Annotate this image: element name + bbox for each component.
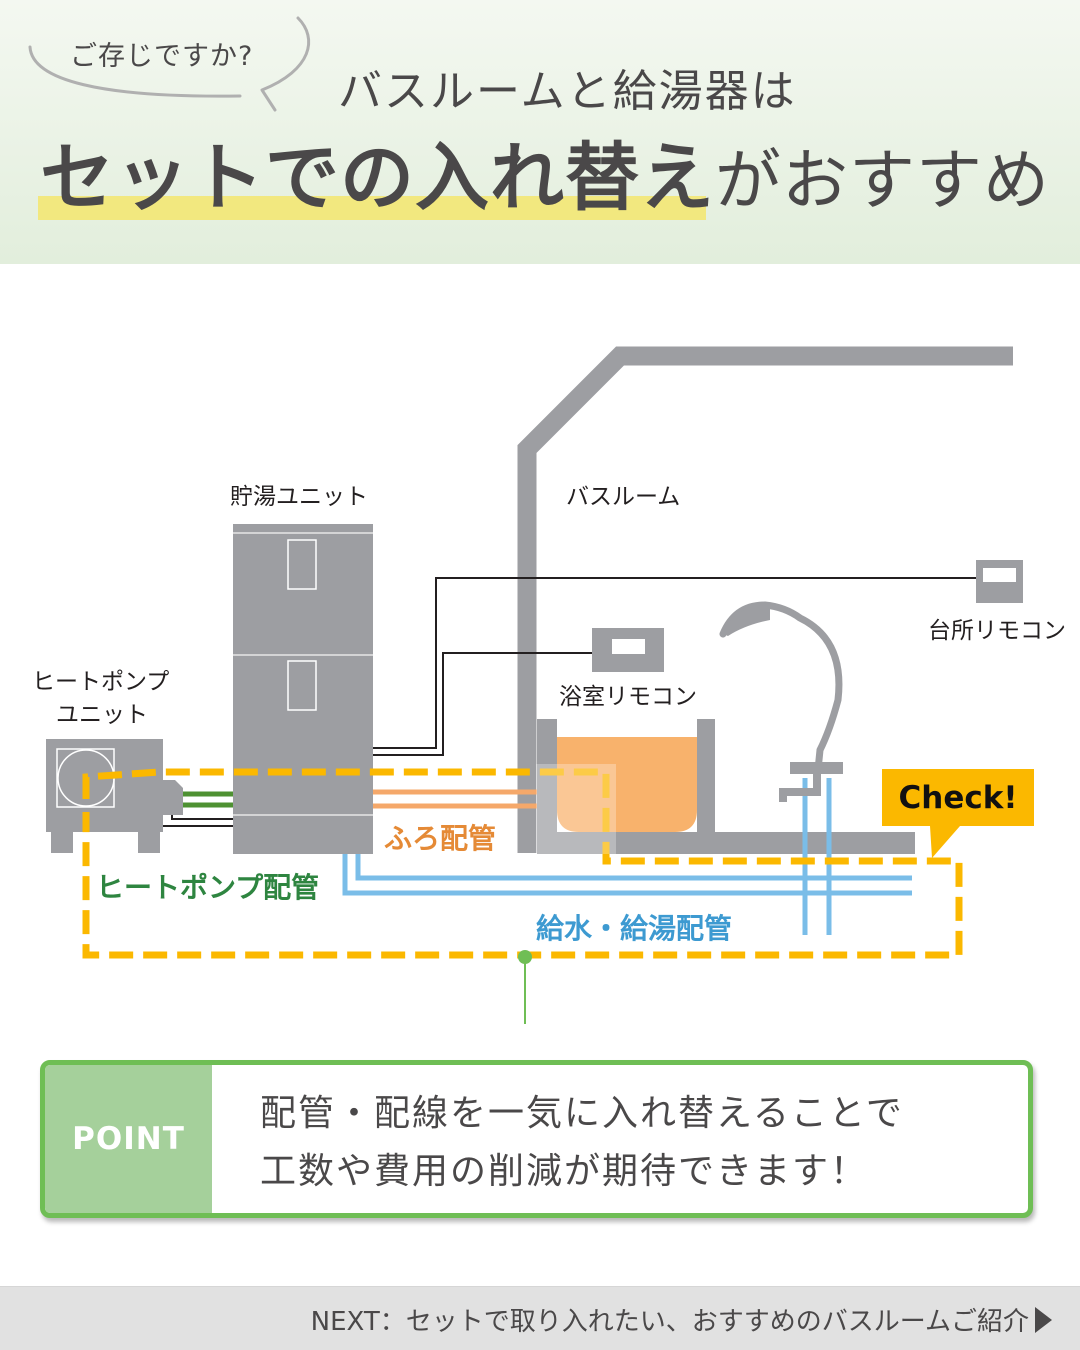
check-badge: Check!: [882, 769, 1034, 826]
label-heat-pump-unit-line1: ヒートポンプ: [32, 669, 170, 695]
play-arrow-icon: [1035, 1306, 1052, 1333]
storage-unit: [233, 524, 373, 854]
label-heat-pump-pipe: ヒートポンプ配管: [96, 871, 320, 904]
next-link[interactable]: NEXT：セットで取り入れたい、おすすめのバスルームご紹介: [311, 1301, 1052, 1338]
check-callout-tail: [930, 826, 960, 858]
label-water-pipe: 給水・給湯配管: [536, 912, 733, 945]
overlay-highlight: [536, 764, 616, 854]
subtitle: バスルームと給湯器は: [338, 66, 797, 117]
bubble-text: ご存じですか?: [70, 41, 254, 72]
label-kitchen-remote: 台所リモコン: [928, 618, 1066, 644]
label-bath-remote: 浴室リモコン: [559, 684, 697, 710]
bath-pipe: [373, 789, 556, 809]
check-area-outline: [82, 768, 963, 959]
point-box: POINT 配管・配線を一気に入れ替えることで 工数や費用の削減が期待できます！: [40, 1060, 1033, 1218]
speech-bubble-outline: [28, 16, 311, 112]
next-link-text: NEXT：セットで取り入れたい、おすすめのバスルームご紹介: [310, 1307, 1029, 1337]
shower-fixture: [719, 601, 843, 802]
label-bathroom: バスルーム: [566, 484, 681, 510]
footer-bar: NEXT：セットで取り入れたい、おすすめのバスルームご紹介: [0, 1286, 1080, 1350]
diagram-canvas: [46, 346, 1023, 1024]
piping-diagram: 貯湯ユニット バスルーム ヒートポンプ ユニット 浴室リモコン 台所リモコン ふ…: [0, 264, 1080, 1024]
title-rest: がおすすめ: [715, 142, 1050, 219]
point-text: 配管・配線を一気に入れ替えることで 工数や費用の削減が期待できます！: [260, 1085, 904, 1201]
point-label: POINT: [45, 1065, 212, 1213]
label-bath-pipe: ふろ配管: [384, 822, 497, 855]
label-heat-pump-unit-line2: ユニット: [56, 702, 148, 728]
page-title: セットでの入れ替えがおすすめ: [40, 118, 1050, 225]
water-pipe: [342, 778, 912, 935]
title-highlight: [38, 196, 706, 220]
point-connector-dot: [518, 950, 532, 964]
heat-pump-unit: [46, 739, 183, 853]
title-emphasis: セットでの入れ替え: [40, 135, 715, 221]
point-text-line1: 配管・配線を一気に入れ替えることで: [260, 1093, 904, 1134]
header-banner: ご存じですか? バスルームと給湯器は セットでの入れ替えがおすすめ: [0, 0, 1080, 264]
label-storage-unit: 貯湯ユニット: [230, 484, 368, 510]
point-text-line2: 工数や費用の削減が期待できます！: [260, 1151, 869, 1192]
bathtub: [537, 719, 915, 854]
kitchen-remote: [976, 560, 1023, 603]
bath-remote: [592, 628, 664, 672]
bathroom-wall: [517, 346, 1013, 853]
heat-pump-pipe: [183, 791, 233, 808]
